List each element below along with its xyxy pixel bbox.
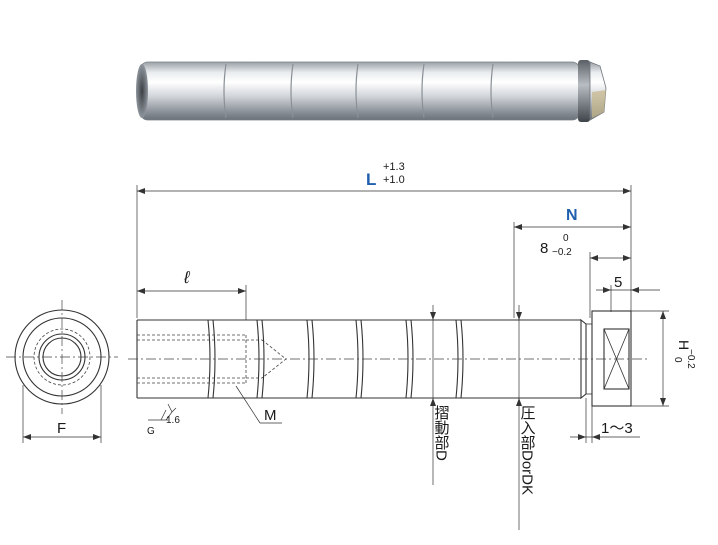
eight-label: 8: [540, 240, 548, 257]
dimension-eight: 8 0 −0.2: [540, 233, 631, 318]
length-label: L: [366, 170, 376, 189]
roughness-label: 1.6: [166, 415, 180, 426]
side-view: [128, 310, 650, 407]
m-label: M: [264, 407, 277, 424]
h-tol-lower: −0.2: [685, 349, 696, 369]
f-label: F: [57, 420, 66, 437]
five-label: 5: [614, 274, 622, 291]
ell-label: ℓ: [183, 268, 190, 287]
sliding-leader: 摺動部D: [430, 305, 450, 485]
roughness-symbol: G 1.6: [147, 403, 180, 437]
m-leader: M: [235, 385, 282, 424]
dimension-five: 5: [596, 274, 660, 312]
dimension-length: L +1.3 +1.0: [136, 161, 632, 318]
press-label: 圧入部DorDK: [519, 405, 536, 495]
dimension-h: H 0 −0.2: [631, 310, 696, 407]
press-leader: 圧入部DorDK: [516, 305, 536, 530]
end-view: F: [6, 300, 118, 443]
dimension-n: N: [513, 207, 631, 318]
length-tol-upper: +1.3: [383, 161, 405, 173]
eight-tol-lower: −0.2: [552, 247, 572, 258]
n-label: N: [566, 207, 578, 224]
product-render: [136, 60, 607, 122]
eight-tol-upper: 0: [563, 233, 569, 244]
sliding-label: 摺動部D: [433, 405, 450, 461]
one-three-label: 1〜3: [601, 420, 633, 437]
length-tol-lower: +1.0: [383, 174, 405, 186]
h-label: H: [676, 340, 692, 350]
dimension-ell: ℓ: [137, 268, 247, 320]
g-label: G: [147, 426, 155, 437]
dimension-one-three: 1〜3: [570, 398, 640, 443]
h-tol-upper: 0: [672, 357, 683, 363]
